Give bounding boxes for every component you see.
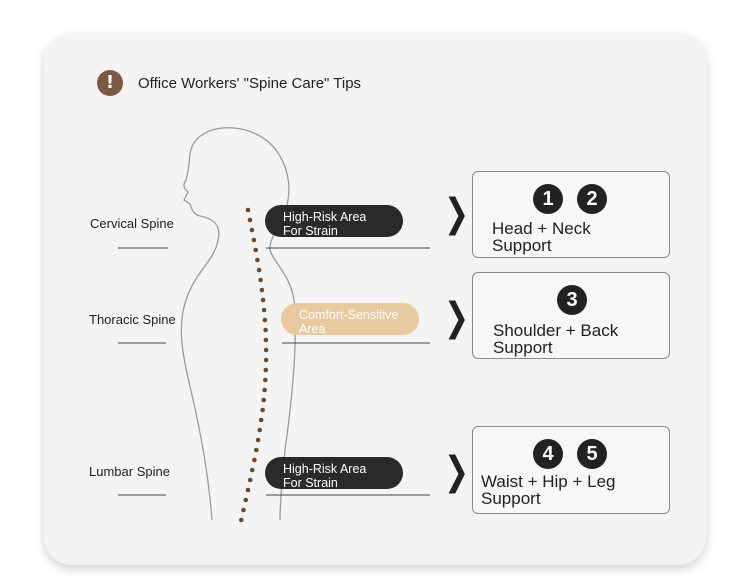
spine-dot	[247, 217, 253, 223]
spine-dot	[263, 377, 268, 383]
pill-line: For Strain	[283, 476, 338, 490]
number-badge: 4	[533, 439, 563, 469]
pill-high-risk-neck: High-Risk Area For Strain	[265, 205, 403, 238]
spine-dot	[243, 497, 249, 503]
spine-dots	[239, 207, 269, 523]
spine-dot	[251, 237, 257, 243]
box-line: Support	[493, 338, 553, 357]
spine-dot	[258, 417, 264, 423]
box-text: Shoulder + Back Support	[493, 322, 618, 356]
spine-dot	[262, 387, 267, 393]
page-title: Office Workers' "Spine Care" Tips	[138, 74, 362, 92]
spine-dot	[255, 257, 260, 263]
chevron-right-icon: ❯	[444, 190, 470, 237]
spine-dot	[263, 347, 269, 353]
pill-comfort-sensitive: Comfort-Sensitive Area	[281, 303, 419, 336]
spine-dot	[263, 337, 269, 343]
box-line: Support	[481, 489, 541, 508]
spine-dot	[253, 447, 259, 453]
number-badges: 1 2	[533, 184, 607, 214]
pill-line: High-Risk Area	[283, 210, 367, 224]
alert-icon: !	[97, 70, 123, 96]
spine-dot	[260, 297, 266, 303]
label-thoracic-spine: Thoracic Spine	[89, 312, 176, 327]
chevron-right-icon: ❯	[444, 294, 470, 341]
spine-dot	[239, 517, 244, 523]
spine-dot	[262, 317, 268, 323]
spine-dot	[259, 287, 265, 293]
pill-line: Area	[299, 322, 326, 336]
box-line: Head + Neck	[492, 219, 591, 238]
box-text: Waist + Hip + Leg Support	[481, 473, 616, 507]
spine-dot	[255, 437, 261, 443]
number-badges: 4 5	[533, 439, 607, 469]
pill-line: High-Risk Area	[283, 462, 367, 476]
spine-dot	[257, 427, 263, 433]
support-box-shoulder-back: 3 Shoulder + Back Support	[472, 272, 670, 359]
spine-dot	[261, 397, 267, 403]
number-badge: 3	[557, 285, 587, 315]
pill-high-risk-lumbar: High-Risk Area For Strain	[265, 457, 403, 490]
spine-dot	[261, 307, 267, 313]
spine-dot	[247, 477, 253, 483]
label-lumbar-spine: Lumbar Spine	[89, 464, 170, 479]
spine-dot	[249, 227, 255, 233]
spine-dot	[253, 247, 258, 253]
spine-dot	[260, 407, 265, 413]
spine-dot	[256, 267, 262, 273]
box-line: Waist + Hip + Leg	[481, 472, 616, 491]
support-box-waist-hip-leg: 4 5 Waist + Hip + Leg Support	[472, 426, 670, 514]
box-text: Head + Neck Support	[492, 220, 591, 254]
header: ! Office Workers' "Spine Care" Tips	[97, 69, 361, 97]
spine-dot	[245, 487, 251, 493]
chevron-right-icon: ❯	[444, 448, 470, 495]
box-line: Shoulder + Back	[493, 321, 619, 340]
spine-dot	[252, 457, 257, 463]
spine-dot	[258, 277, 263, 283]
pill-line: Comfort-Sensitive	[299, 308, 399, 322]
spine-dot	[263, 367, 269, 373]
support-box-head-neck: 1 2 Head + Neck Support	[472, 171, 670, 258]
box-line: Support	[492, 236, 552, 255]
spine-dot	[263, 357, 269, 363]
number-badges: 3	[557, 285, 587, 315]
pill-line: For Strain	[283, 224, 338, 238]
number-badge: 1	[533, 184, 563, 214]
number-badge: 5	[577, 439, 607, 469]
label-cervical-spine: Cervical Spine	[90, 216, 174, 231]
spine-dot	[245, 207, 251, 213]
spine-dot	[263, 327, 268, 333]
number-badge: 2	[577, 184, 607, 214]
spine-dot	[250, 467, 255, 473]
body-outline	[180, 127, 296, 521]
spine-dot	[241, 507, 246, 513]
